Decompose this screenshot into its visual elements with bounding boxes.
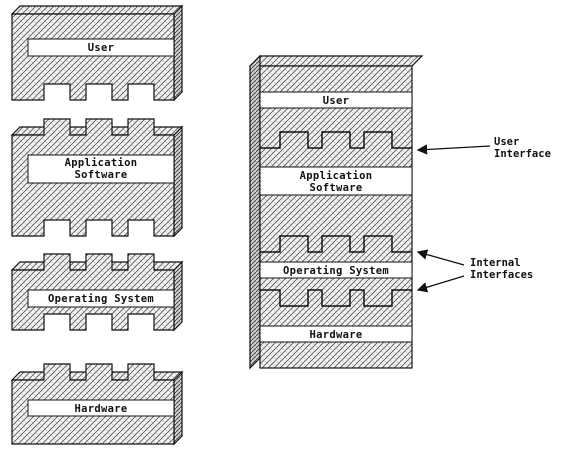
separate-os-layer: Operating System bbox=[12, 254, 182, 330]
stacked-system: User Application Software Operating Syst… bbox=[250, 56, 422, 368]
internal-interface-arrow-upper bbox=[418, 252, 464, 265]
separate-application-layer: Application Software bbox=[12, 119, 182, 236]
separate-user-label: User bbox=[88, 42, 115, 54]
user-interface-label-line1: User bbox=[494, 136, 519, 148]
stacked-hardware-label: Hardware bbox=[310, 329, 363, 341]
user-interface-label-line2: Interface bbox=[494, 148, 551, 160]
user-interface-annotation: User Interface bbox=[418, 136, 551, 160]
internal-interface-arrow-lower bbox=[418, 276, 464, 290]
separate-user-layer: User bbox=[12, 6, 182, 100]
stacked-application-label-line2: Software bbox=[310, 182, 363, 194]
stacked-user-label: User bbox=[323, 95, 350, 107]
internal-interfaces-label-line2: Interfaces bbox=[470, 269, 533, 281]
separate-hardware-layer: Hardware bbox=[12, 364, 182, 444]
separate-hardware-label: Hardware bbox=[75, 403, 128, 415]
stacked-os-label: Operating System bbox=[283, 265, 389, 277]
stacked-application-label-line1: Application bbox=[300, 170, 373, 182]
separate-application-label-line2: Software bbox=[75, 169, 128, 181]
internal-interfaces-annotation: Internal Interfaces bbox=[418, 252, 533, 290]
user-interface-arrow bbox=[418, 146, 490, 150]
separate-application-label-line1: Application bbox=[65, 157, 138, 169]
internal-interfaces-label-line1: Internal bbox=[470, 257, 521, 269]
separate-os-label: Operating System bbox=[48, 293, 154, 305]
